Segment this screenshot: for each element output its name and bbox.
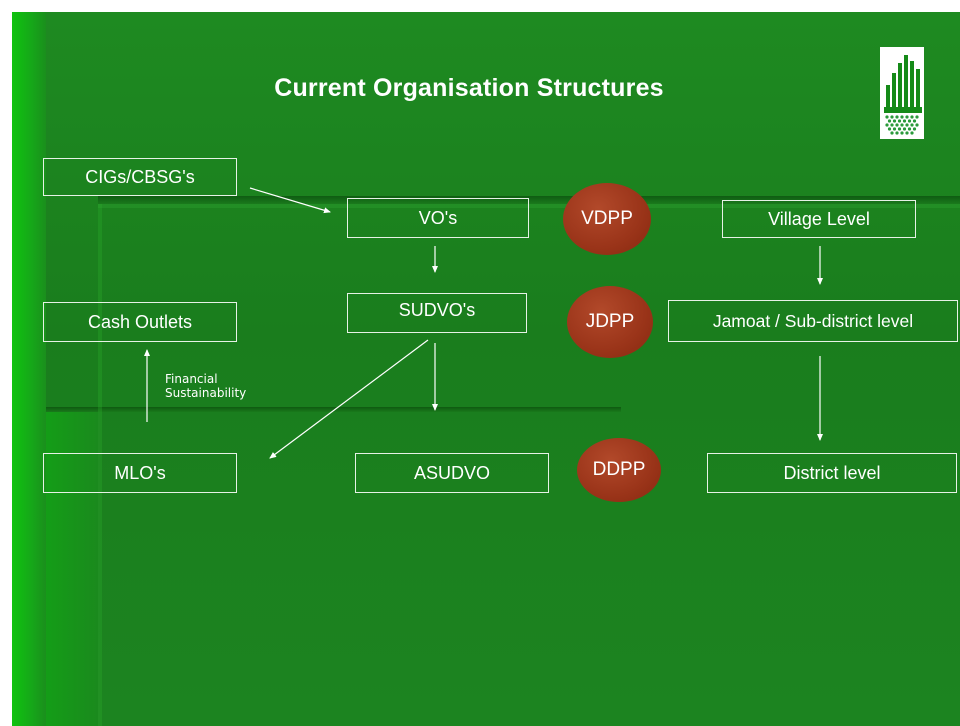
slide-title: Current Organisation Structures [274, 74, 664, 102]
vos-box: VO's [347, 198, 529, 238]
ddpp-oval: DDPP [577, 438, 661, 502]
cigs-cbsgs-label: CIGs/CBSG's [85, 166, 195, 187]
top-divider-band [98, 196, 960, 204]
cigs-cbsgs-box: CIGs/CBSG's [43, 158, 237, 196]
jdpp-oval: JDPP [567, 286, 653, 358]
district-level-label: District level [783, 462, 881, 483]
left-accent-stripe-lower [46, 410, 98, 726]
village-level-label: Village Level [768, 208, 870, 229]
note-line-2: Sustainability [165, 386, 247, 400]
sudvos-label: SUDVO's [398, 300, 476, 320]
jamoat-level-label: Jamoat / Sub-district level [712, 310, 914, 331]
cash-outlets-label: Cash Outlets [87, 311, 193, 332]
financial-sustainability-note: Financial Sustainability [165, 372, 246, 400]
jamoat-level-box: Jamoat / Sub-district level [668, 300, 958, 342]
village-level-box: Village Level [722, 200, 916, 238]
slide [12, 12, 960, 726]
ddpp-label: DDPP [592, 459, 646, 480]
asudvo-box: ASUDVO [355, 453, 549, 493]
jdpp-label: JDPP [585, 311, 635, 332]
top-divider-highlight [98, 204, 960, 208]
vos-label: VO's [418, 207, 458, 228]
vdpp-oval: VDPP [563, 183, 651, 255]
sudvos-box: SUDVO's [347, 293, 527, 333]
organisation-logo [880, 47, 924, 139]
left-accent-stripe [12, 12, 46, 726]
arrow-sudvos-to-mlos [269, 339, 429, 459]
middle-divider-band [46, 407, 621, 412]
mlos-label: MLO's [114, 462, 166, 483]
note-line-1: Financial [165, 372, 218, 386]
asudvo-label: ASUDVO [413, 462, 491, 483]
arrow-cigs-to-vos [249, 187, 331, 214]
vdpp-label: VDPP [581, 208, 633, 229]
vertical-accent-line [98, 204, 102, 726]
cash-outlets-box: Cash Outlets [43, 302, 237, 342]
district-level-box: District level [707, 453, 957, 493]
mlos-box: MLO's [43, 453, 237, 493]
